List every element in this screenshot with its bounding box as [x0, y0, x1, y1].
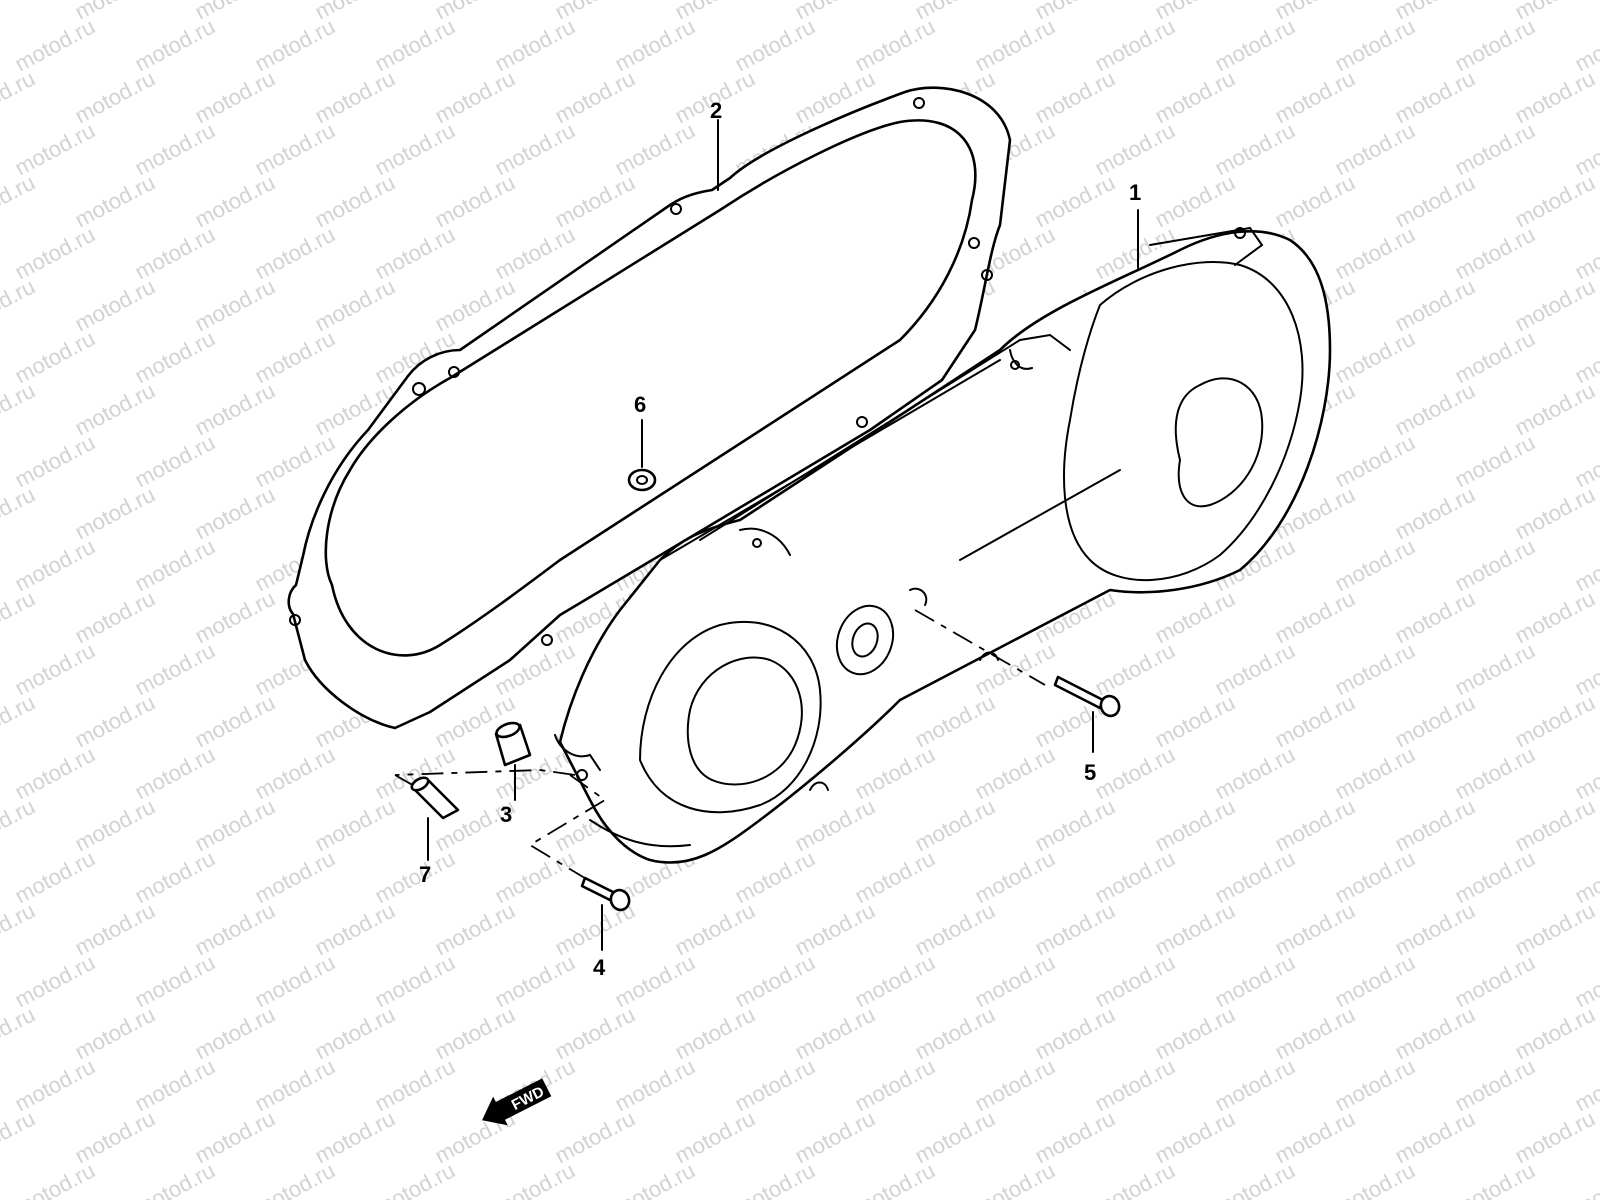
- callout-4: 4: [593, 955, 606, 980]
- watermark-text: motod.ru: [1451, 1158, 1539, 1200]
- watermark-text: motod.ru: [131, 1158, 219, 1200]
- callout-2: 2: [710, 98, 722, 123]
- watermark-text: motod.ru: [0, 482, 39, 545]
- watermark-text: motod.ru: [1091, 1158, 1179, 1200]
- watermark-text: motod.ru: [1331, 1158, 1419, 1200]
- watermark-text: motod.ru: [11, 1158, 99, 1200]
- watermark-text: motod.ru: [0, 794, 39, 857]
- bolt-part-4: [580, 876, 631, 912]
- callout-6: 6: [634, 392, 646, 417]
- bolt-part-5: [1053, 675, 1121, 718]
- callout-5: 5: [1084, 760, 1096, 785]
- watermark-text: motod.ru: [1211, 1158, 1299, 1200]
- dowel-pin-part: [410, 776, 460, 820]
- watermark-text: motod.ru: [0, 898, 39, 961]
- collar-part: [494, 721, 532, 767]
- cover-part: [554, 226, 1332, 864]
- watermark-text: motod.ru: [971, 1158, 1059, 1200]
- watermark-text: motod.ru: [0, 0, 39, 24]
- gasket-part: [287, 86, 1012, 730]
- watermark-text: motod.ru: [1571, 1158, 1600, 1200]
- callout-3: 3: [500, 802, 512, 827]
- callouts: 1 2 3 4 5 6 7: [419, 98, 1141, 980]
- watermark-text: motod.ru: [731, 1158, 819, 1200]
- watermark-text: motod.ru: [611, 1158, 699, 1200]
- washer-part: [627, 468, 657, 492]
- watermark-text: motod.ru: [371, 1158, 459, 1200]
- callout-1: 1: [1129, 180, 1141, 205]
- leader-lines: [427, 119, 1139, 951]
- watermark-text: motod.ru: [0, 274, 39, 337]
- watermark-text: motod.ru: [0, 66, 39, 129]
- watermark-text: motod.ru: [851, 1158, 939, 1200]
- watermark-text: motod.ru: [0, 690, 39, 753]
- watermark-text: motod.ru: [0, 1002, 39, 1065]
- watermark-text: motod.ru: [0, 170, 39, 233]
- watermark-text: motod.ru: [0, 378, 39, 441]
- watermark-text: motod.ru: [491, 1158, 579, 1200]
- callout-7: 7: [419, 862, 431, 887]
- watermark-text: motod.ru: [0, 1106, 39, 1169]
- watermark-text: motod.ru: [0, 586, 39, 649]
- watermark-text: motod.ru: [251, 1158, 339, 1200]
